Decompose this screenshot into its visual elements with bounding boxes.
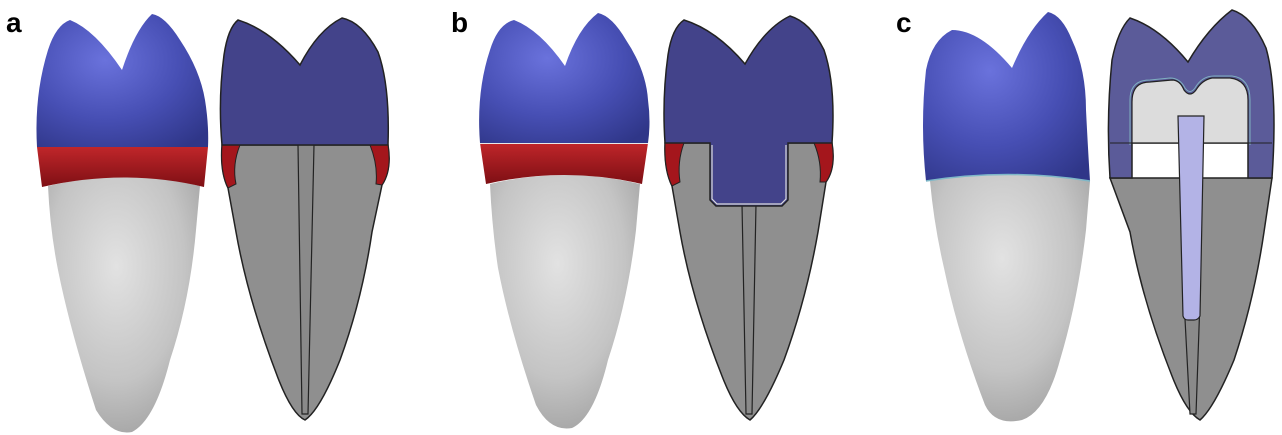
tooth-render-c [923, 12, 1090, 421]
tooth-render-a [36, 14, 208, 433]
panel-label-a: a [6, 7, 22, 38]
crown-render [36, 14, 208, 147]
panel-label-c: c [896, 7, 912, 38]
tooth-render-b [479, 13, 649, 429]
root-render [490, 175, 640, 429]
panel-label-b: b [451, 7, 468, 38]
panel-b: b [451, 7, 833, 429]
root-render [48, 177, 200, 433]
tooth-section-c [1108, 10, 1274, 420]
panel-c: c [896, 7, 1274, 421]
crown-section [220, 18, 388, 145]
tooth-section-a [220, 18, 389, 420]
tooth-section-b [664, 16, 833, 420]
crown-render [479, 13, 649, 143]
post [1178, 116, 1204, 320]
panel-a: a [6, 7, 389, 433]
root-render [930, 171, 1090, 422]
crown-render [923, 12, 1090, 181]
